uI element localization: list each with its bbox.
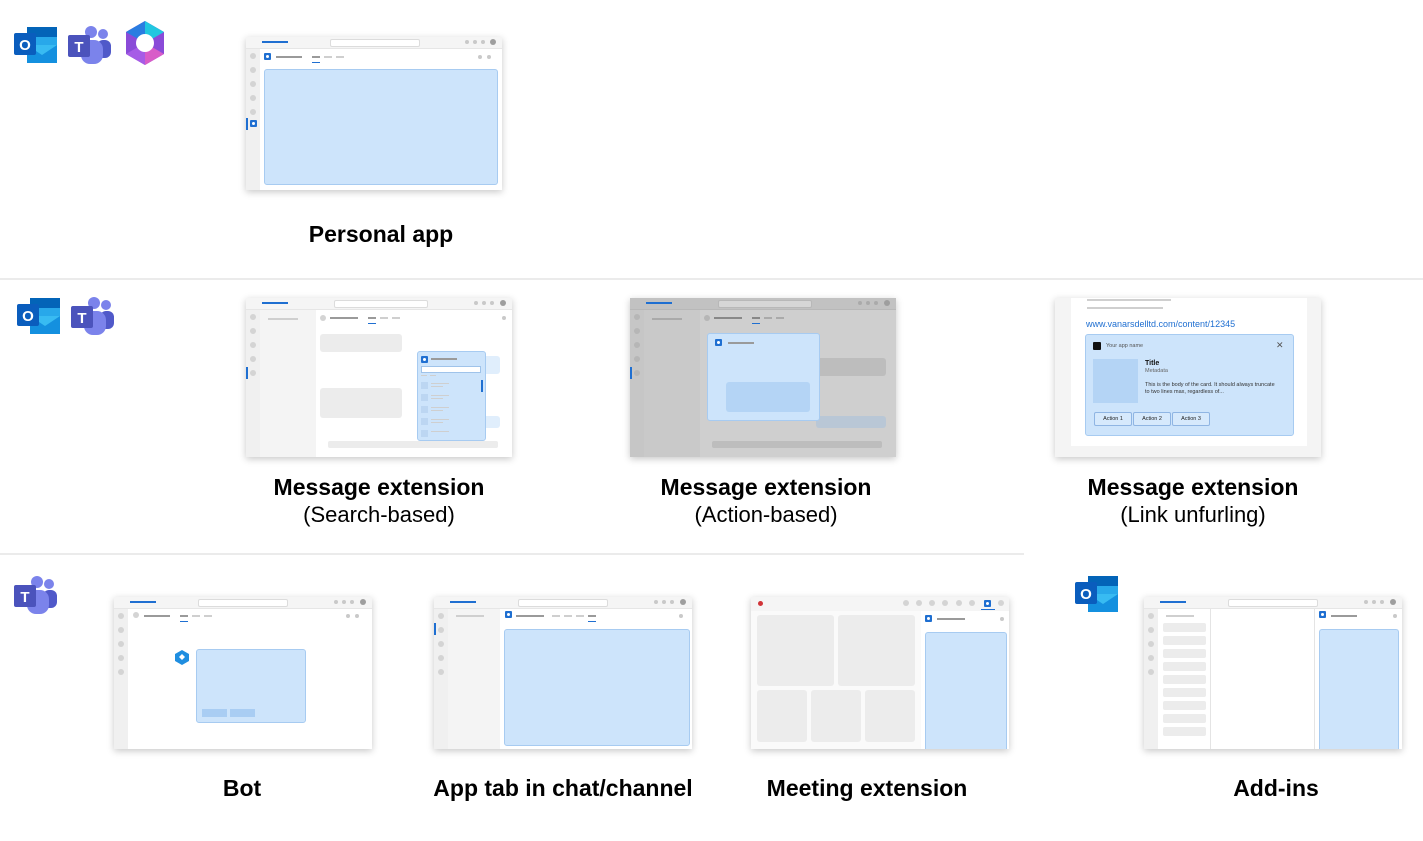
card-action-2[interactable]: Action 2 (1133, 412, 1171, 426)
message-extension-search-thumbnail (246, 298, 512, 457)
message-extension-link-thumbnail: www.vanarsdelltd.com/content/12345 Your … (1055, 298, 1321, 457)
message-extension-search-label: Message extension (Search-based) (236, 473, 522, 529)
svg-text:T: T (20, 589, 29, 606)
close-icon[interactable]: ✕ (1276, 340, 1284, 350)
message-extension-action-label: Message extension (Action-based) (620, 473, 912, 529)
card-metadata: Metadata (1145, 368, 1168, 374)
svg-text:O: O (1080, 586, 1092, 603)
me-action-subtitle: (Action-based) (694, 502, 838, 527)
card-thumbnail (1093, 359, 1138, 403)
card-title: Title (1145, 360, 1160, 367)
teams-icon: T (68, 26, 111, 64)
app-tab-thumbnail (434, 597, 692, 749)
app-logo-icon (1093, 342, 1101, 350)
app-tab-title: App tab in chat/channel (433, 775, 693, 801)
outlook-icon: O (1075, 576, 1118, 612)
personal-app-thumbnail (246, 37, 502, 190)
add-ins-thumbnail (1144, 597, 1402, 749)
meeting-extension-label: Meeting extension (736, 774, 998, 802)
bot-thumbnail (114, 597, 372, 749)
me-search-title: Message extension (273, 474, 485, 500)
meeting-extension-thumbnail (751, 597, 1009, 749)
bot-label: Bot (142, 774, 342, 802)
row-divider (0, 278, 1423, 280)
me-link-subtitle: (Link unfurling) (1120, 502, 1266, 527)
app-tab-label: App tab in chat/channel (412, 774, 714, 802)
me-link-title: Message extension (1087, 474, 1299, 500)
personal-app-label: Personal app (246, 220, 516, 248)
teams-icon: T (71, 297, 114, 335)
bot-avatar-icon (175, 650, 189, 665)
add-ins-title: Add-ins (1233, 775, 1319, 801)
adaptive-card: Your app name ✕ Title Metadata This is t… (1085, 334, 1294, 436)
card-action-1[interactable]: Action 1 (1094, 412, 1132, 426)
teams-icon: T (14, 576, 57, 614)
recording-indicator-icon (758, 601, 763, 606)
card-app-name: Your app name (1106, 343, 1144, 349)
unfurled-url[interactable]: www.vanarsdelltd.com/content/12345 (1086, 319, 1236, 329)
me-search-subtitle: (Search-based) (303, 502, 455, 527)
message-extension-action-thumbnail (630, 298, 896, 457)
add-ins-label: Add-ins (1156, 774, 1396, 802)
svg-text:T: T (77, 310, 86, 327)
personal-app-title: Personal app (308, 221, 454, 247)
me-action-title: Message extension (660, 474, 872, 500)
bot-title: Bot (222, 775, 262, 801)
card-body: This is the body of the card. It should … (1145, 382, 1275, 395)
meeting-title: Meeting extension (766, 775, 968, 801)
svg-text:O: O (22, 308, 34, 325)
message-extension-link-label: Message extension (Link unfurling) (1046, 473, 1340, 529)
row-divider (0, 553, 1024, 555)
microsoft-365-icon (126, 21, 164, 65)
svg-text:T: T (74, 39, 83, 56)
outlook-icon: O (17, 298, 60, 334)
card-action-3[interactable]: Action 3 (1172, 412, 1210, 426)
outlook-icon: O (14, 27, 57, 63)
svg-text:O: O (19, 37, 31, 54)
